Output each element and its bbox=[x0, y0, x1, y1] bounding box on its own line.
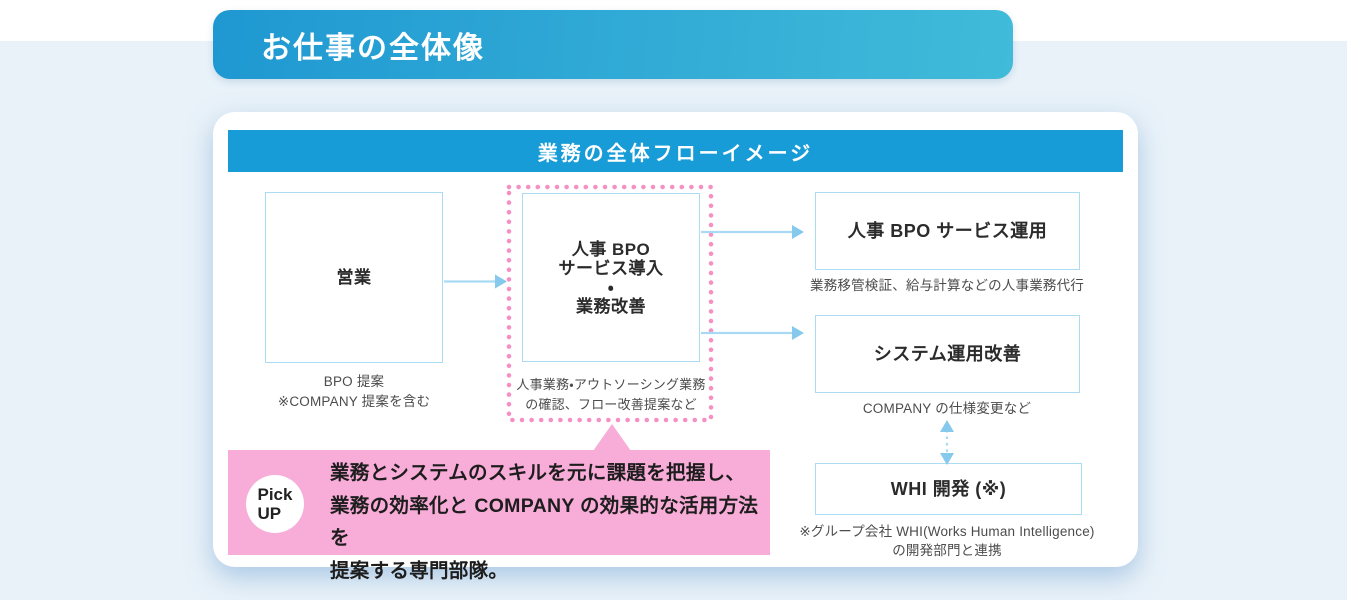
page-title-banner: お仕事の全体像 bbox=[213, 10, 1013, 79]
whi-caption: ※グループ会社 WHI(Works Human Intelligence) の開… bbox=[799, 524, 1095, 558]
sales-box-label: 営業 bbox=[336, 268, 372, 287]
flow-card: 業務の全体フローイメージ 営業 BPO 提案 ※COMPANY 提案を含む 人事… bbox=[213, 112, 1138, 582]
sysops-caption: COMPANY の仕様変更など bbox=[862, 401, 1032, 416]
bpo-ops-box: 人事 BPO サービス運用 bbox=[815, 192, 1080, 270]
sysops-box: システム運用改善 bbox=[815, 315, 1080, 393]
sales-caption: BPO 提案 ※COMPANY 提案を含む bbox=[277, 374, 431, 409]
bpo-intro-label: 人事 BPO サービス導入 ・ 業務改善 bbox=[558, 239, 664, 316]
pickup-badge: Pick UP bbox=[246, 475, 304, 533]
bpo-ops-label: 人事 BPO サービス運用 bbox=[847, 220, 1048, 241]
pickup-text: 業務とシステムのスキルを元に課題を把握し、 業務の効率化と COMPANY の効… bbox=[330, 462, 759, 582]
whi-box: WHI 開発 (※) bbox=[815, 463, 1082, 515]
bpo-ops-caption: 業務移管検証、給与計算などの人事業務代行 bbox=[810, 278, 1084, 293]
sysops-label: システム運用改善 bbox=[873, 343, 1022, 364]
bpo-intro-box: 人事 BPO サービス導入 ・ 業務改善 bbox=[522, 193, 700, 362]
pickup-callout: Pick UP 業務とシステムのスキルを元に課題を把握し、 業務の効率化と CO… bbox=[228, 450, 770, 582]
flow-card-title: 業務の全体フローイメージ bbox=[537, 142, 814, 165]
sales-box: 営業 bbox=[265, 192, 443, 363]
flow-card-title-bar: 業務の全体フローイメージ bbox=[228, 130, 1123, 172]
whi-label: WHI 開発 (※) bbox=[890, 478, 1007, 499]
bpo-intro-caption: 人事業務・アウトソーシング業務 の確認、フロー改善提案など bbox=[516, 377, 706, 412]
page-title: お仕事の全体像 bbox=[261, 31, 485, 65]
